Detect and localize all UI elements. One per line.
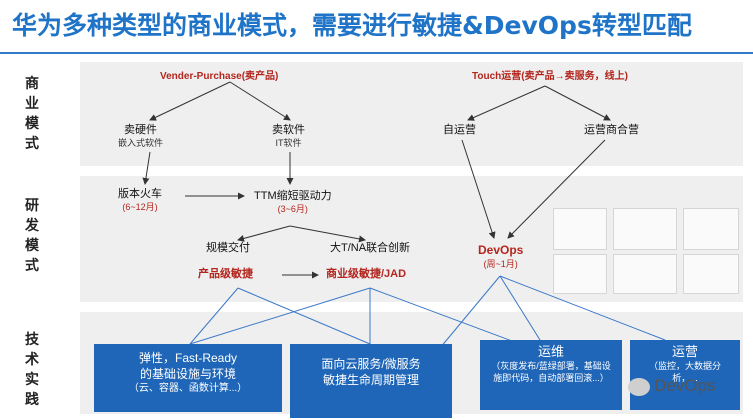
scale-delivery-label: 规模交付 bbox=[206, 242, 250, 254]
self-operation-label: 自运营 bbox=[443, 124, 476, 136]
thumbnail-image bbox=[683, 208, 739, 250]
ops-box: 运维 （灰度发布/蓝绿部署，基础设 施即代码，自动部署回滚...） bbox=[480, 340, 622, 410]
thumbnail-image bbox=[613, 254, 677, 294]
sell-software-label: 卖软件 IT软件 bbox=[272, 124, 305, 148]
row-label-business: 商业模式 bbox=[25, 76, 39, 152]
page-title: 华为多种类型的商业模式，需要进行敏捷&DevOps转型匹配 bbox=[12, 11, 692, 40]
devops-label: DevOps (周~1月) bbox=[478, 243, 524, 270]
title-rule bbox=[0, 52, 753, 54]
ttm-label: TTM缩短驱动力 (3~6月) bbox=[254, 190, 332, 214]
product-agile-label: 产品级敏捷 bbox=[198, 268, 253, 280]
row-label-tech: 技术实践 bbox=[25, 332, 39, 408]
cloud-service-box: 面向云服务/微服务 敏捷生命周期管理 bbox=[290, 344, 452, 418]
thumbnail-image bbox=[683, 254, 739, 294]
row-label-rd: 研发模式 bbox=[25, 198, 39, 274]
business-agile-label: 商业级敏捷/JAD bbox=[326, 268, 407, 280]
vender-purchase-label: Vender-Purchase(卖产品) bbox=[160, 71, 279, 82]
operator-partner-label: 运营商合营 bbox=[584, 124, 639, 136]
release-train-label: 版本火车 (6~12月) bbox=[118, 188, 162, 212]
thumbnail-image bbox=[553, 208, 607, 250]
thumbnail-image bbox=[553, 254, 607, 294]
infrastructure-box: 弹性，Fast-Ready 的基础设施与环境 （云、容器、函数计算...） bbox=[94, 344, 282, 412]
watermark: DevOps bbox=[628, 376, 715, 396]
wechat-icon bbox=[628, 377, 650, 396]
business-band bbox=[80, 62, 743, 166]
thumbnail-image bbox=[613, 208, 677, 250]
sell-hardware-label: 卖硬件 嵌入式软件 bbox=[118, 124, 164, 148]
large-tna-label: 大T/NA联合创新 bbox=[330, 242, 411, 254]
operation-box: 运营 （监控，大数据分 析，... bbox=[630, 340, 740, 410]
touch-label: Touch运营(卖产品→卖服务，线上) bbox=[472, 71, 628, 82]
